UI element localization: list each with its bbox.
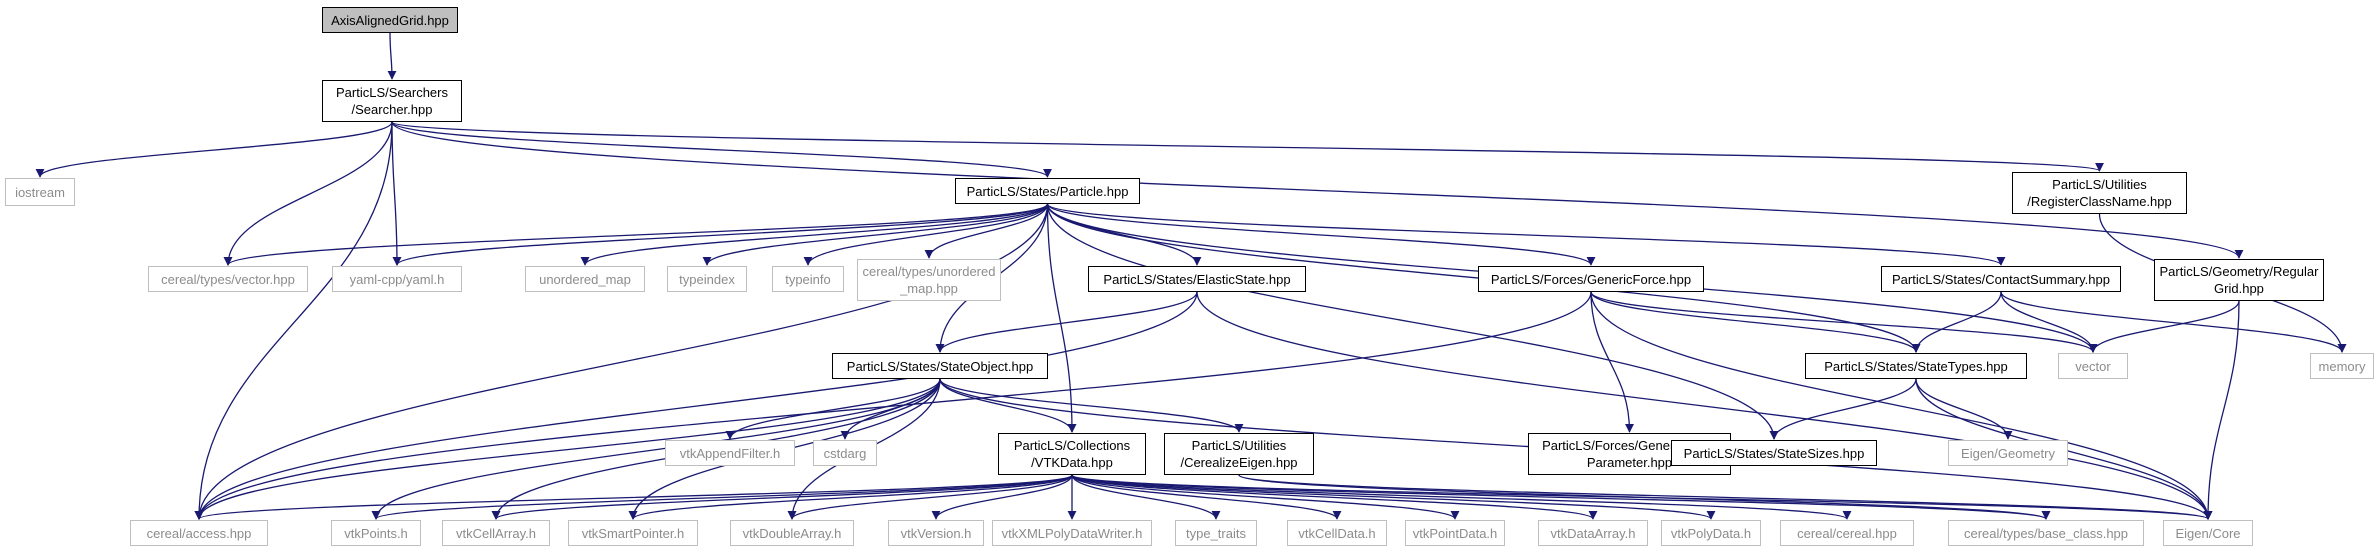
node-contact[interactable]: ParticLS/States/ContactSummary.hpp: [1881, 266, 2121, 292]
edge-particle-to-typeinfo: [803, 203, 1049, 266]
node-yaml: yaml-cpp/yaml.h: [332, 266, 462, 292]
node-cvector: cereal/types/vector.hpp: [148, 266, 308, 292]
edge-particle-to-umap: [580, 203, 1049, 266]
edge-vtkdata-to-caccess: [194, 474, 1073, 520]
node-vtkappend: vtkAppendFilter.h: [665, 440, 795, 466]
node-caccess: cereal/access.hpp: [130, 520, 268, 546]
node-regclass[interactable]: ParticLS/Utilities /RegisterClassName.hp…: [2012, 172, 2187, 214]
edge-elastic-to-stateobj: [935, 291, 1198, 353]
edge-contact-to-memory: [2000, 291, 2347, 353]
edge-stateobj-to-vtkappend: [725, 378, 941, 440]
node-iostream: iostream: [5, 178, 75, 206]
node-vtkcelldata: vtkCellData.h: [1287, 520, 1387, 546]
node-vtkcellarray: vtkCellArray.h: [442, 520, 550, 546]
edge-searcher-to-caccess: [194, 121, 393, 520]
node-vtkpolydata: vtkPolyData.h: [1661, 520, 1761, 546]
node-ccereal: cereal/cereal.hpp: [1780, 520, 1914, 546]
edge-genforce-to-statetypes: [1590, 291, 1921, 353]
node-eigengeo: Eigen/Geometry: [1948, 440, 2068, 466]
node-cereigen[interactable]: ParticLS/Utilities /CerealizeEigen.hpp: [1164, 433, 1314, 475]
node-memory: memory: [2310, 353, 2374, 379]
node-vtkdataarray: vtkDataArray.h: [1538, 520, 1648, 546]
edge-particle-to-contact: [1046, 203, 2006, 266]
edge-vtkdata-to-typetraits: [1071, 474, 1221, 520]
node-cumap: cereal/types/unordered _map.hpp: [857, 259, 1001, 301]
edge-vtkdata-to-vtksmart: [628, 474, 1073, 520]
edge-statetypes-to-statesizes: [1769, 378, 1917, 440]
edge-stateobj-to-cstdarg: [840, 378, 941, 440]
node-vtkpoints: vtkPoints.h: [331, 520, 421, 546]
edge-particle-to-genforce: [1046, 203, 1596, 266]
edge-vtkdata-to-cbase: [1071, 474, 2051, 520]
edge-axis-to-searcher: [387, 32, 397, 80]
edge-cereigen-to-eigencore: [1238, 474, 2213, 520]
edge-vtkdata-to-vtkpoints: [371, 474, 1073, 520]
edge-genforce-to-eigencore: [1590, 291, 2213, 520]
edge-cereigen-to-cbase: [1238, 474, 2051, 520]
edge-vtkdata-to-vtkpolydata: [1071, 474, 1716, 520]
node-vector: vector: [2058, 353, 2128, 379]
edge-stateobj-to-vtkdata: [939, 378, 1077, 433]
node-vtkdata[interactable]: ParticLS/Collections /VTKData.hpp: [998, 433, 1146, 475]
edge-elastic-to-eigencore: [1196, 291, 2213, 520]
node-particle[interactable]: ParticLS/States/Particle.hpp: [955, 178, 1140, 204]
edge-vtkdata-to-ccereal: [1071, 474, 1852, 520]
edge-searcher-to-reggrid: [391, 121, 2244, 259]
edge-particle-to-cumap: [924, 203, 1049, 259]
edge-particle-to-typeindex: [702, 203, 1049, 266]
edge-searcher-to-particle: [391, 121, 1052, 178]
node-vtkdouble: vtkDoubleArray.h: [730, 520, 854, 546]
edge-particle-to-yaml: [392, 203, 1049, 266]
edge-genforce-to-gfparam: [1590, 291, 1634, 433]
node-vtkxml: vtkXMLPolyDataWriter.h: [992, 520, 1152, 546]
node-genforce[interactable]: ParticLS/Forces/GenericForce.hpp: [1478, 266, 1704, 292]
node-typetraits: type_traits: [1175, 520, 1257, 546]
node-axis: AxisAlignedGrid.hpp: [322, 7, 458, 33]
edge-genforce-to-vector: [1590, 291, 2098, 353]
node-statetypes[interactable]: ParticLS/States/StateTypes.hpp: [1805, 353, 2027, 379]
edge-vtkdata-to-vtkcellarray: [491, 474, 1073, 520]
node-cbase: cereal/types/base_class.hpp: [1948, 520, 2144, 546]
edge-statetypes-to-eigengeo: [1915, 378, 2013, 440]
node-eigencore: Eigen/Core: [2163, 520, 2253, 546]
edge-elastic-to-caccess: [194, 291, 1198, 520]
node-vtkpointdata: vtkPointData.h: [1405, 520, 1505, 546]
edge-contact-to-vector: [2000, 291, 2098, 353]
node-statesizes[interactable]: ParticLS/States/StateSizes.hpp: [1671, 440, 1877, 466]
edge-vtkdata-to-vtkdataarray: [1071, 474, 1598, 520]
node-cstdarg: cstdarg: [813, 440, 877, 466]
edge-particle-to-vtkdata: [1046, 203, 1077, 433]
node-vtkversion: vtkVersion.h: [888, 520, 984, 546]
node-typeindex: typeindex: [667, 266, 747, 292]
edge-reggrid-to-eigencore: [2203, 300, 2240, 520]
edge-particle-to-cvector: [223, 203, 1049, 266]
node-stateobj[interactable]: ParticLS/States/StateObject.hpp: [832, 353, 1048, 379]
edge-reggrid-to-vector: [2088, 300, 2240, 353]
edge-vtkdata-to-vtkversion: [931, 474, 1073, 520]
edge-stateobj-to-caccess: [194, 378, 941, 520]
edge-particle-to-statesizes: [1046, 203, 1779, 440]
edge-searcher-to-regclass: [391, 121, 2104, 172]
node-typeinfo: typeinfo: [772, 266, 844, 292]
edge-genforce-to-caccess: [194, 291, 1592, 520]
node-searcher[interactable]: ParticLS/Searchers /Searcher.hpp: [322, 80, 462, 122]
node-reggrid[interactable]: ParticLS/Geometry/Regular Grid.hpp: [2154, 259, 2324, 301]
edge-searcher-to-cvector: [223, 121, 393, 266]
edge-vtkdata-to-vtkdouble: [787, 474, 1073, 520]
edge-vtkdata-to-vtkpointdata: [1071, 474, 1460, 520]
node-vtksmart: vtkSmartPointer.h: [568, 520, 698, 546]
edge-searcher-to-iostream: [35, 121, 393, 178]
node-umap: unordered_map: [525, 266, 645, 292]
edge-searcher-to-yaml: [391, 121, 402, 266]
edge-stateobj-to-cereigen: [939, 378, 1244, 433]
edge-contact-to-statetypes: [1911, 291, 2002, 353]
node-elastic[interactable]: ParticLS/States/ElasticState.hpp: [1088, 266, 1306, 292]
edge-vtkdata-to-vtkcelldata: [1071, 474, 1342, 520]
